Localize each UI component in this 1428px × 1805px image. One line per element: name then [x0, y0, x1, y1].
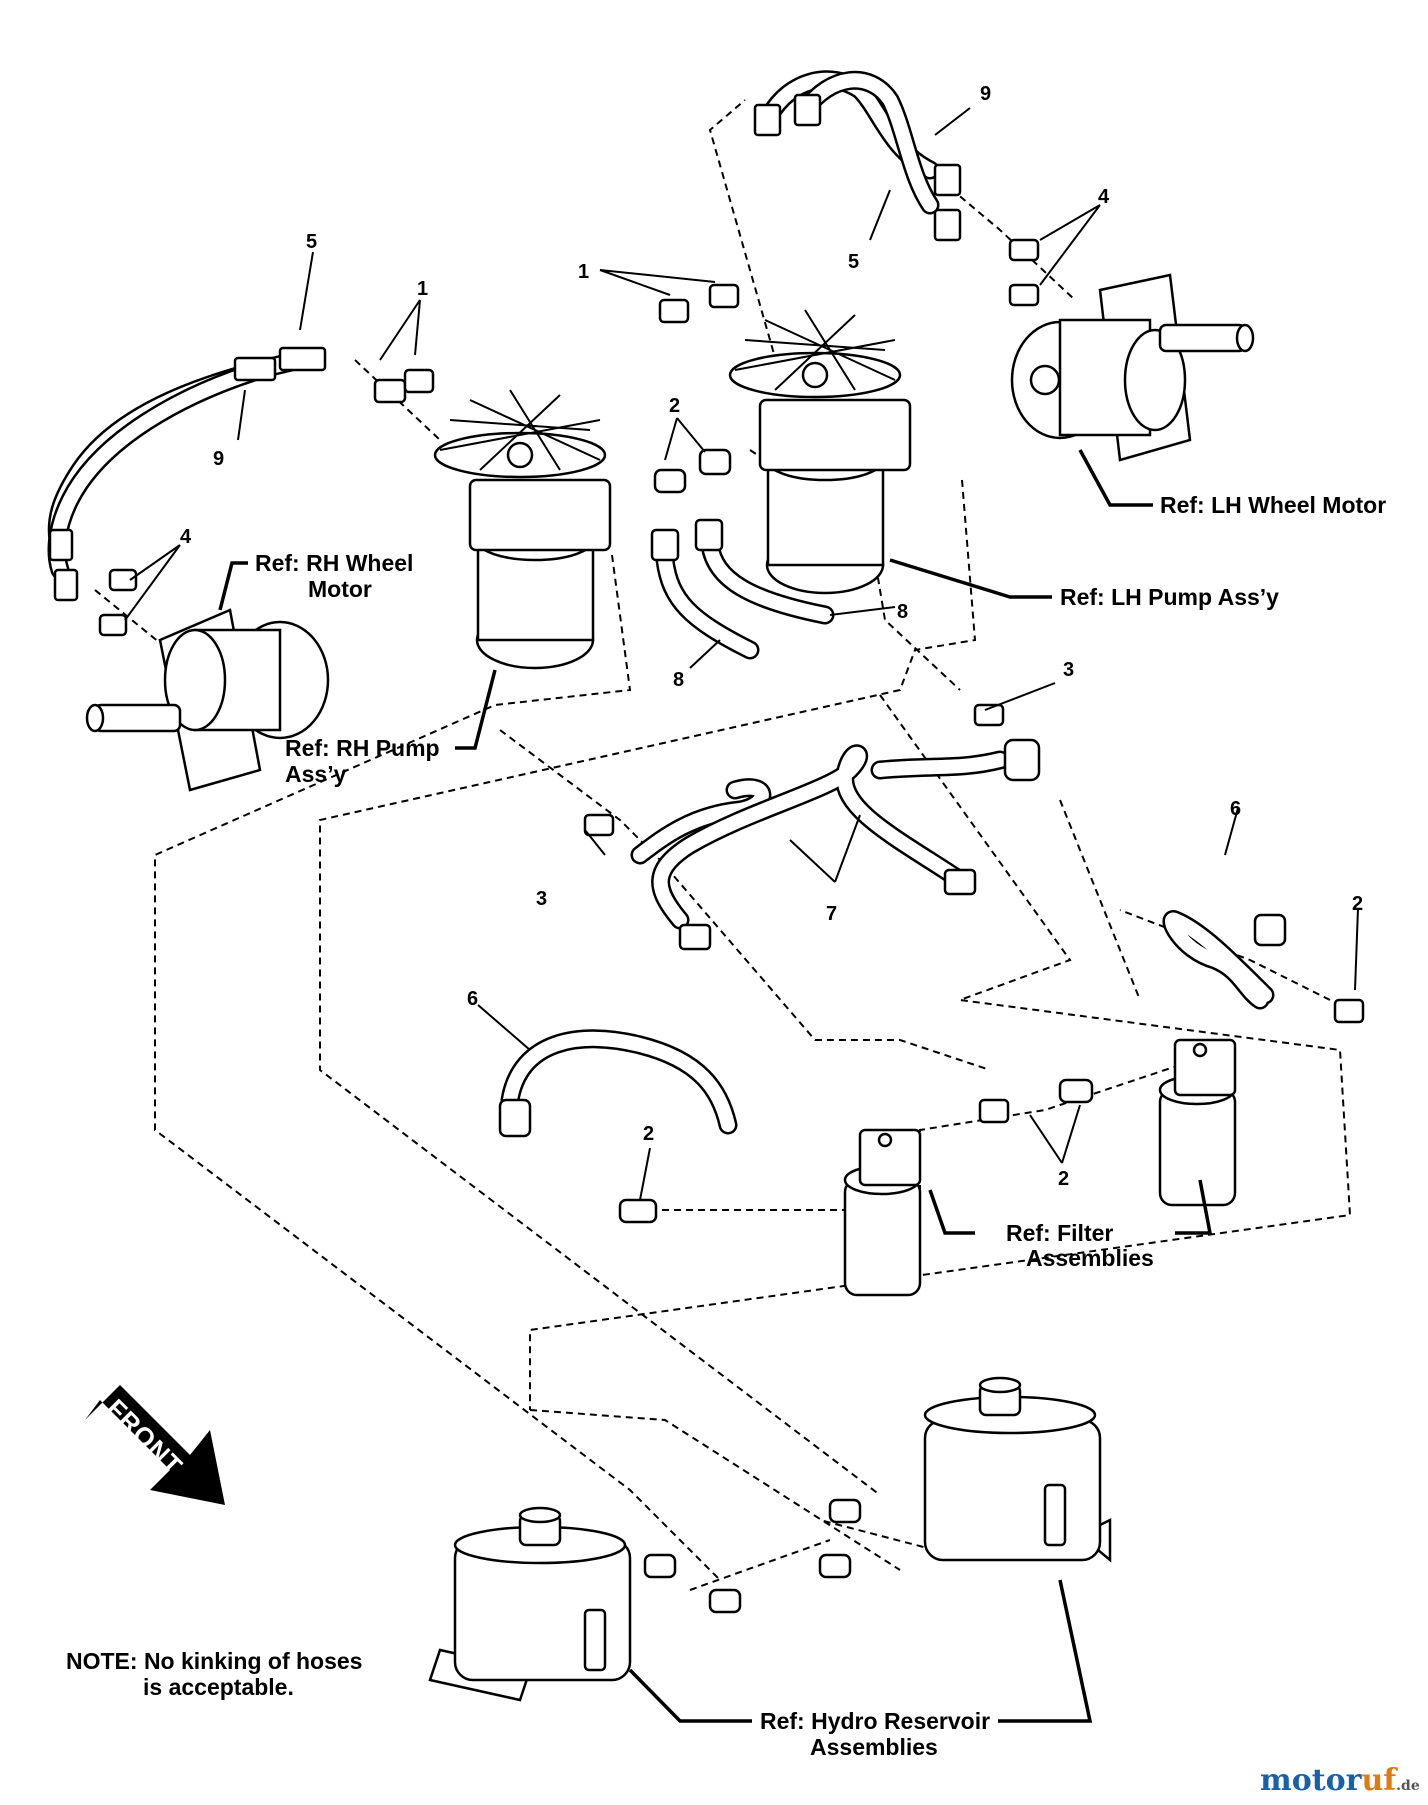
rh-motor-hoses: [47, 346, 327, 602]
callout-1-right: 1: [578, 261, 589, 283]
note-line2: is acceptable.: [143, 1674, 294, 1700]
watermark-logo: motoruf.de: [1260, 1763, 1420, 1798]
hoses-8: [650, 518, 835, 660]
watermark-brand-b: uf: [1361, 1763, 1398, 1798]
callout-7: 7: [826, 903, 837, 925]
rh-wheel-motor: [85, 608, 330, 792]
reservoir-label-line2: Assemblies: [810, 1734, 938, 1760]
rh-pump-label-line2: Ass’y: [285, 761, 347, 787]
callout-6-right: 6: [1230, 798, 1241, 820]
lh-motor-hoses: [753, 70, 962, 242]
callout-2-right: 2: [1352, 893, 1363, 915]
filter-label-line1: Ref: Filter: [1006, 1220, 1113, 1246]
svg-text:motoruf.de: motoruf.de: [1260, 1763, 1420, 1798]
callout-9-right: 9: [980, 83, 991, 105]
reservoir-label-line1: Ref: Hydro Reservoir: [760, 1708, 990, 1734]
reference-leaders: [218, 449, 1213, 1723]
hoses-7: [630, 738, 1041, 951]
callout-8-right: 8: [897, 601, 908, 623]
callout-9-left: 9: [213, 448, 224, 470]
note-line1: NOTE: No kinking of hoses: [66, 1648, 362, 1674]
fittings: [98, 238, 1365, 1614]
callout-5-left: 5: [306, 231, 317, 253]
rh-pump-assembly: [433, 389, 612, 670]
callout-5-right: 5: [848, 251, 859, 273]
callout-3-left: 3: [536, 888, 547, 910]
rh-wheel-motor-label-line2: Motor: [308, 576, 372, 602]
callout-2-left: 2: [643, 1123, 654, 1145]
lh-pump-label: Ref: LH Pump Ass’y: [1060, 584, 1279, 610]
lh-wheel-motor-label: Ref: LH Wheel Motor: [1160, 492, 1386, 518]
callout-2-top: 2: [669, 395, 680, 417]
hydro-reservoir-left: [428, 1506, 632, 1702]
rh-wheel-motor-label-line1: Ref: RH Wheel: [255, 550, 413, 576]
callout-8-left: 8: [673, 669, 684, 691]
callout-1-left: 1: [417, 278, 428, 300]
filter-label-line2: Assemblies: [1026, 1245, 1154, 1271]
lh-wheel-motor: [1010, 273, 1255, 462]
filter-assembly-left: [843, 1128, 922, 1297]
rh-pump-label-line1: Ref: RH Pump: [285, 735, 440, 761]
watermark-brand-a: motor: [1260, 1763, 1363, 1798]
front-label: FRONT: [101, 1393, 189, 1481]
callout-numbers: 5 1 9 4 1 5 9 4 2 8 8 3 3 7 6 2 6 2 2: [180, 83, 1363, 1190]
callout-4-right: 4: [1098, 186, 1110, 208]
callout-3-right: 3: [1063, 659, 1074, 681]
hoses-6: [498, 910, 1287, 1138]
callout-2-mid: 2: [1058, 1168, 1069, 1190]
filter-assembly-right: [1158, 1038, 1237, 1207]
reference-labels: Ref: RH Wheel Motor Ref: RH Pump Ass’y R…: [66, 492, 1386, 1760]
watermark-suffix: .de: [1396, 1778, 1420, 1794]
front-direction-arrow: FRONT: [85, 1385, 225, 1505]
callout-6-left: 6: [467, 988, 478, 1010]
callout-leaders: [124, 107, 1359, 1201]
callout-4-left: 4: [180, 526, 192, 548]
lh-pump-assembly: [728, 309, 912, 595]
hydro-reservoir-right: [923, 1376, 1112, 1563]
